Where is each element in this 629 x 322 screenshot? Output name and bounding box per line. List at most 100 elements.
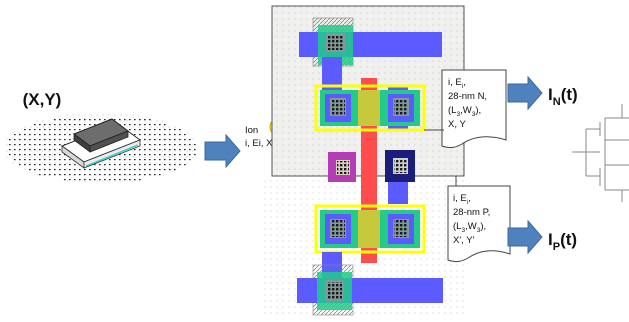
- plane-dot: [144, 164, 146, 166]
- plane-dot: [54, 139, 56, 141]
- plane-dot: [164, 129, 166, 131]
- plane-dot: [174, 169, 176, 171]
- plane-dot: [189, 149, 191, 151]
- plane-dot: [59, 164, 61, 166]
- plane-dot: [49, 154, 51, 156]
- plane-dot: [39, 134, 41, 136]
- plane-dot: [89, 119, 91, 121]
- plane-dot: [169, 149, 171, 151]
- plane-dot: [134, 149, 136, 151]
- plane-dot: [64, 154, 66, 156]
- plane-dot: [94, 169, 96, 171]
- plane-dot: [59, 139, 61, 141]
- plane-dot: [29, 169, 31, 171]
- plane-dot: [174, 149, 176, 151]
- layout: [262, 5, 465, 318]
- nmos-note: i, Ei, 28-nm N, (L3,W3), X, Y: [424, 69, 507, 149]
- plane-dot: [134, 159, 136, 161]
- plane-dot: [54, 174, 56, 176]
- plane-dot: [54, 154, 56, 156]
- plane-dot: [154, 124, 156, 126]
- plane-dot: [64, 124, 66, 126]
- plane-dot: [49, 149, 51, 151]
- plane-dot: [99, 179, 101, 181]
- plane-dot: [54, 124, 56, 126]
- plane-dot: [119, 159, 121, 161]
- plane-dot: [79, 124, 81, 126]
- output-ip-label: IP(t): [548, 230, 577, 253]
- plane-dot: [34, 129, 36, 131]
- plane-dot: [54, 134, 56, 136]
- plane-dot: [154, 139, 156, 141]
- plane-dot: [124, 154, 126, 156]
- plane-dot: [154, 134, 156, 136]
- plane-dot: [64, 164, 66, 166]
- plane-dot: [114, 174, 116, 176]
- plane-dot: [49, 139, 51, 141]
- plane-dot: [79, 179, 81, 181]
- plane-dot: [89, 179, 91, 181]
- plane-dot: [54, 169, 56, 171]
- plane-dot: [69, 169, 71, 171]
- plane-dot: [124, 124, 126, 126]
- plane-dot: [59, 159, 61, 161]
- plane-dot: [79, 129, 81, 131]
- plane-dot: [194, 154, 196, 156]
- plane-dot: [99, 169, 101, 171]
- plane-dot: [39, 129, 41, 131]
- plane-dot: [9, 154, 11, 156]
- input-pin-vias: [337, 161, 349, 174]
- plane-dot: [69, 139, 71, 141]
- plane-dot: [159, 169, 161, 171]
- plane-dot: [124, 164, 126, 166]
- plane-dot: [49, 164, 51, 166]
- pmos-note: i, Ei, 28-nm P, (L3,W3), X', Y': [447, 176, 511, 263]
- plane-dot: [184, 159, 186, 161]
- plane-dot: [189, 144, 191, 146]
- plane-dot: [134, 134, 136, 136]
- plane-dot: [124, 179, 126, 181]
- plane-dot: [149, 129, 151, 131]
- plane-dot: [64, 139, 66, 141]
- plane-dot: [19, 149, 21, 151]
- plane-dot: [29, 159, 31, 161]
- plane-dot: [39, 139, 41, 141]
- plane-dot: [69, 164, 71, 166]
- plane-dot: [94, 174, 96, 176]
- plane-dot: [39, 174, 41, 176]
- pmos-active-outline: [314, 204, 426, 254]
- plane-dot: [9, 139, 11, 141]
- plane-dot: [99, 174, 101, 176]
- plane-dot: [154, 129, 156, 131]
- plane-dot: [29, 149, 31, 151]
- plane-dot: [179, 144, 181, 146]
- plane-dot: [119, 169, 121, 171]
- plane-dot: [129, 124, 131, 126]
- nmos-gate-overlap: [358, 90, 380, 126]
- plane-dot: [24, 154, 26, 156]
- plane-dot: [144, 139, 146, 141]
- plane-dot: [119, 179, 121, 181]
- plane-dot: [59, 129, 61, 131]
- plane-dot: [54, 129, 56, 131]
- plane-dot: [99, 164, 101, 166]
- plane-dot: [14, 154, 16, 156]
- plane-dot: [59, 149, 61, 151]
- plane-dot: [164, 154, 166, 156]
- plane-dot: [64, 129, 66, 131]
- plane-dot: [89, 124, 91, 126]
- plane-dot: [54, 159, 56, 161]
- plane-dot: [164, 124, 166, 126]
- nmos-note-line1: i, Ei,: [448, 77, 466, 90]
- plane-dot: [159, 174, 161, 176]
- plane-dot: [159, 129, 161, 131]
- plane-dot: [139, 119, 141, 121]
- plane-dot: [84, 174, 86, 176]
- plane-dot: [94, 119, 96, 121]
- plane-dot: [134, 174, 136, 176]
- plane-dot: [179, 164, 181, 166]
- plane-dot: [29, 144, 31, 146]
- ion-title: Ion: [245, 125, 258, 136]
- plane-dot: [104, 169, 106, 171]
- plane-dot: [144, 129, 146, 131]
